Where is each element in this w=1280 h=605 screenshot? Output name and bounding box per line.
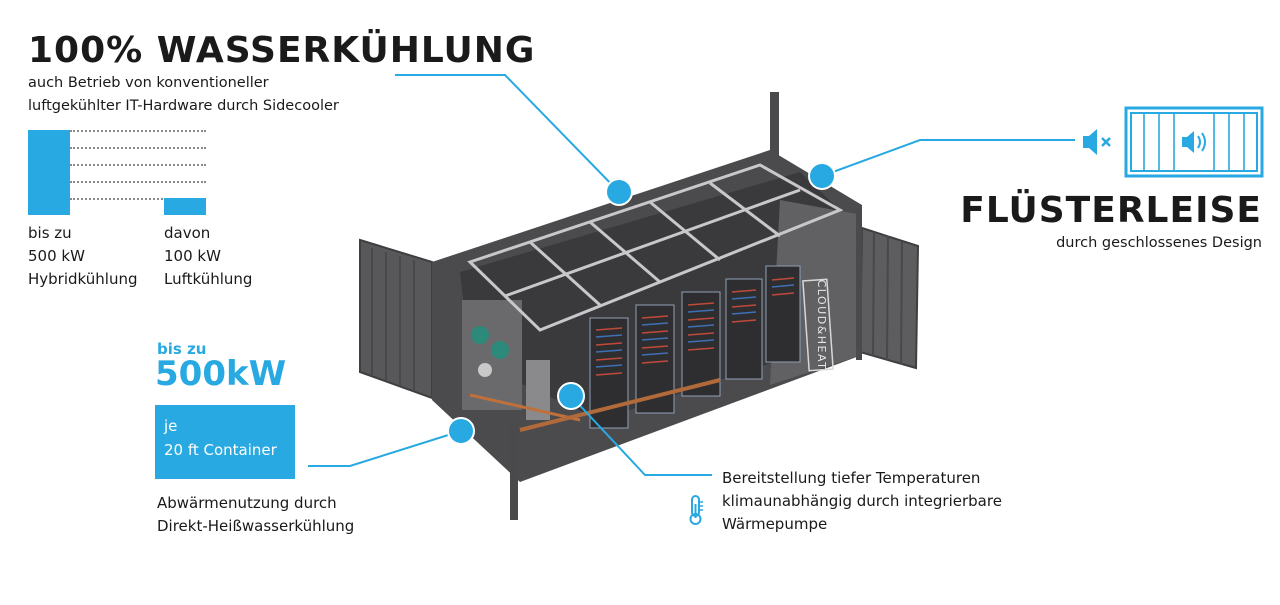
- bar-air: [164, 198, 206, 215]
- capacity-value: 500kW: [155, 354, 287, 394]
- cooling-title: 100% WASSERKÜHLUNG: [28, 30, 536, 71]
- grid-line: [70, 130, 206, 132]
- quiet-title: FLÜSTERLEISE: [960, 190, 1262, 231]
- capacity-box: je 20 ft Container: [155, 405, 295, 479]
- grid-line: [70, 198, 206, 200]
- capacity-prefix: bis zu: [157, 340, 207, 358]
- temp-line3: Wärmepumpe: [722, 515, 828, 533]
- grid-line: [70, 164, 206, 166]
- speaker-muted-icon: [1083, 129, 1111, 155]
- cooling-equipment: [462, 300, 721, 432]
- capacity-box-line1: je: [164, 417, 178, 435]
- server-racks: [589, 265, 801, 429]
- cooling-subtitle-line1: auch Betrieb von konventioneller: [28, 75, 269, 91]
- grid-line: [70, 181, 206, 183]
- temp-line1: Bereitstellung tiefer Temperaturen: [722, 469, 981, 487]
- temp-line2: klimaunabhängig durch integrierbare: [722, 492, 1002, 510]
- capacity-box-line2: 20 ft Container: [164, 441, 277, 459]
- thermometer-icon: [689, 495, 703, 525]
- cooling-subtitle-line2: luftgekühlter IT-Hardware durch Sidecool…: [28, 98, 339, 114]
- bar-air-label: davon 100 kW Luftkühlung: [164, 224, 253, 288]
- roof-frame: [467, 163, 844, 332]
- leader-lines: [308, 74, 1075, 476]
- container-outline-icon: [1124, 106, 1264, 178]
- grid-line: [70, 147, 206, 149]
- left-door: [359, 238, 433, 400]
- brand-frame: [802, 278, 834, 372]
- bar-hybrid: [28, 130, 70, 215]
- speaker-on-icon: [1182, 131, 1206, 153]
- quiet-subtitle: durch geschlossenes Design: [1056, 235, 1262, 251]
- container-back-post: [770, 92, 779, 212]
- right-door: [858, 226, 920, 370]
- waste-heat-line1: Abwärmenutzung durch: [157, 494, 337, 512]
- brand-text: CLOUD&HEAT: [815, 280, 828, 371]
- waste-heat-line2: Direkt-Heißwasserkühlung: [157, 517, 355, 535]
- bar-hybrid-label: bis zu 500 kW Hybridkühlung: [28, 224, 138, 288]
- callout-dots: [447, 162, 836, 445]
